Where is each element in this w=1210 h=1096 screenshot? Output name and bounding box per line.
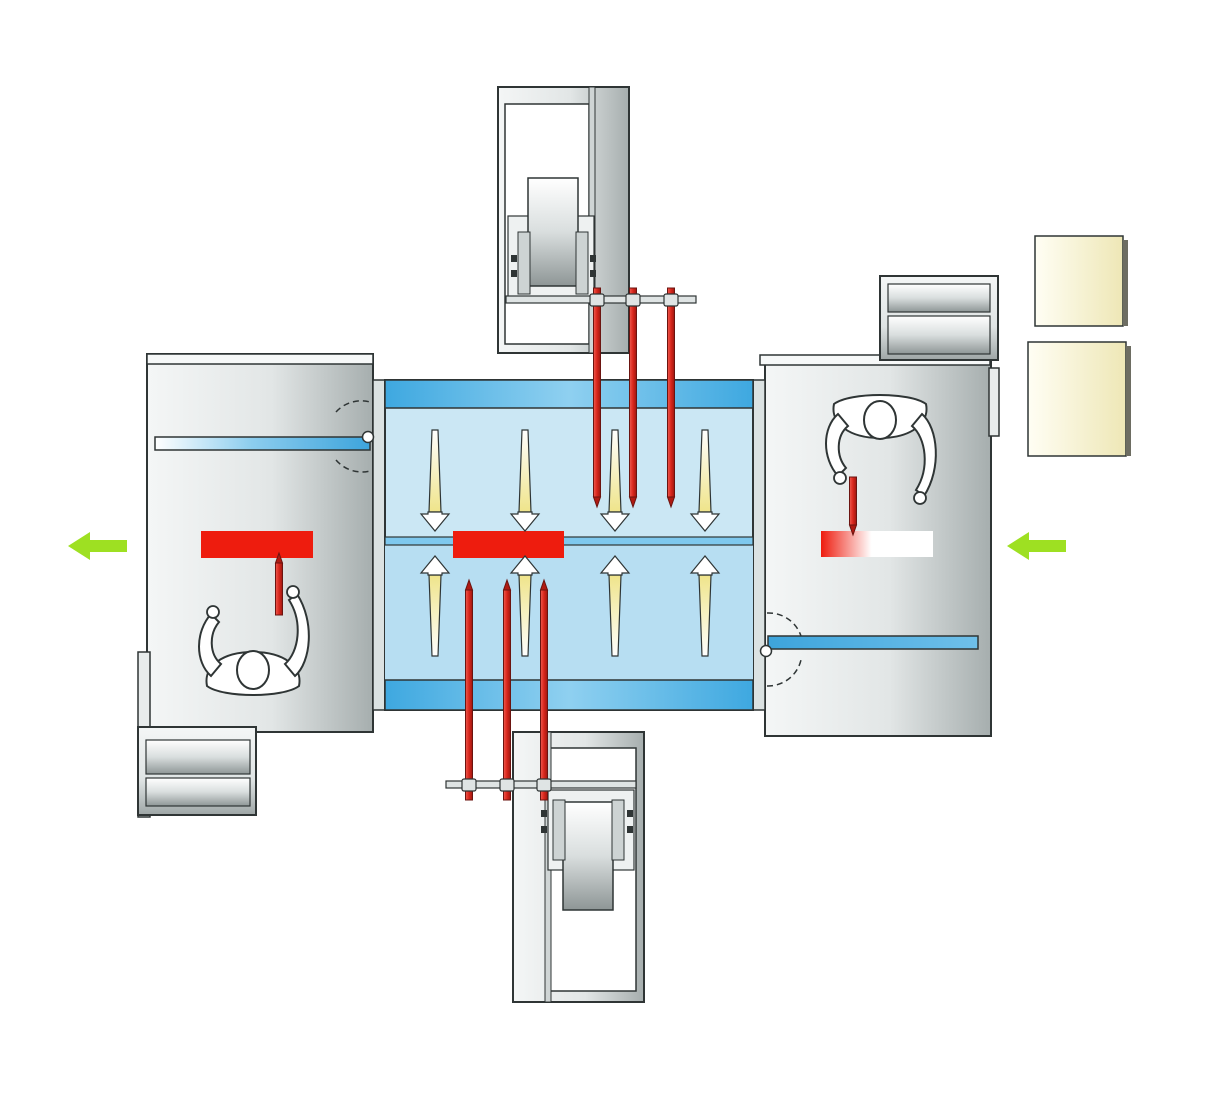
infeed-flow-arrow	[1007, 532, 1066, 560]
top-rod-2	[628, 287, 638, 509]
top-rod-1	[592, 287, 602, 509]
right-pivot-swing-arc	[766, 612, 802, 687]
chamber-bottom-band	[384, 679, 754, 711]
bottom-rod-collar-2	[499, 778, 515, 792]
operator-right	[825, 394, 937, 505]
top-rod-collar-1	[589, 293, 605, 307]
force-arrow-down-1	[419, 511, 451, 532]
bottom-rod-collar-3	[536, 778, 552, 792]
central-chamber	[384, 379, 754, 711]
top-rod-1-tip	[592, 496, 602, 509]
force-arrow-down-4	[689, 511, 721, 532]
force-arrow-down-3	[599, 511, 631, 532]
bottom-drum	[562, 801, 614, 911]
bottom-rod-2-shaft	[503, 589, 511, 801]
operator-right-right-hand	[913, 491, 927, 505]
bottom-rod-collar-1	[461, 778, 477, 792]
top-drum	[527, 177, 579, 287]
operator-right-left-hand	[833, 471, 847, 485]
left-pivot-swing-arc	[335, 400, 371, 473]
top-rod-3-shaft	[667, 287, 675, 498]
top-rod-2-shaft	[629, 287, 637, 498]
force-arrow-up-1	[419, 555, 451, 576]
right-station	[752, 275, 1000, 737]
top-rod-2-tip	[628, 496, 638, 509]
center-red-workpiece	[453, 531, 564, 558]
left-red-workpiece	[201, 531, 313, 558]
cabinet-lower	[1027, 341, 1127, 457]
flow-arrows	[68, 532, 1066, 560]
top-rod-3-tip	[666, 496, 676, 509]
bottom-rod-1-tip	[464, 578, 474, 591]
top-rod-1-shaft	[593, 287, 601, 498]
force-arrow-up-2	[509, 555, 541, 576]
operator-left-rod-shaft	[275, 562, 283, 616]
operator-right-rod-tip	[848, 524, 858, 537]
chamber-center-line	[384, 536, 754, 546]
left-station	[137, 353, 386, 818]
operator-right-head	[863, 400, 897, 440]
chamber-top-band	[384, 379, 754, 409]
operator-right-rod	[848, 476, 858, 537]
bottom-rod-1-shaft	[465, 589, 473, 801]
operator-left	[198, 585, 310, 696]
force-arrows	[419, 429, 721, 657]
operator-right-rod-shaft	[849, 476, 857, 526]
operator-left-rod	[274, 551, 284, 616]
operator-left-rod-tip	[274, 551, 284, 564]
force-arrow-up-3	[599, 555, 631, 576]
top-handling-unit	[497, 86, 697, 354]
cabinets	[1027, 235, 1131, 457]
bottom-handling-unit	[445, 731, 645, 1003]
top-rod-collar-2	[625, 293, 641, 307]
bottom-rod-2	[502, 578, 512, 801]
left-pivot-point	[361, 430, 375, 444]
operator-left-head	[236, 650, 270, 690]
bottom-rod-1	[464, 578, 474, 801]
force-arrow-up-4	[689, 555, 721, 576]
right-guide-rail	[767, 635, 979, 650]
top-rod-3	[666, 287, 676, 509]
top-rod-collar-3	[663, 293, 679, 307]
bottom-rod-3-tip	[539, 578, 549, 591]
force-arrow-down-2	[509, 511, 541, 532]
rods	[274, 287, 858, 801]
operators	[198, 394, 937, 696]
right-pivot-point	[759, 644, 773, 658]
bottom-rod-2-tip	[502, 578, 512, 591]
cabinet-upper	[1034, 235, 1124, 327]
operator-left-left-hand	[206, 605, 220, 619]
bottom-rod-3-shaft	[540, 589, 548, 801]
right-fading-workpiece	[821, 531, 933, 557]
outfeed-flow-arrow	[68, 532, 127, 560]
operator-left-right-hand	[286, 585, 300, 599]
bottom-rod-3	[539, 578, 549, 801]
left-guide-rail	[154, 436, 371, 451]
